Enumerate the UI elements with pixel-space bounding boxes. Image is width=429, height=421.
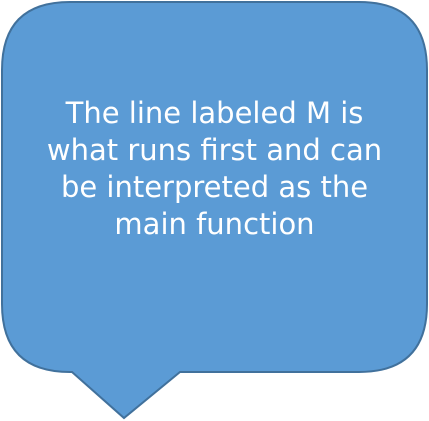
callout-line-1: The line labeled M is xyxy=(65,96,364,130)
callout-line-4: main function xyxy=(114,207,315,241)
callout-line-2: what runs first and can xyxy=(46,133,383,167)
callout-text: The line labeled M is what runs first an… xyxy=(20,95,409,243)
callout-line-3: be interpreted as the xyxy=(60,170,369,204)
